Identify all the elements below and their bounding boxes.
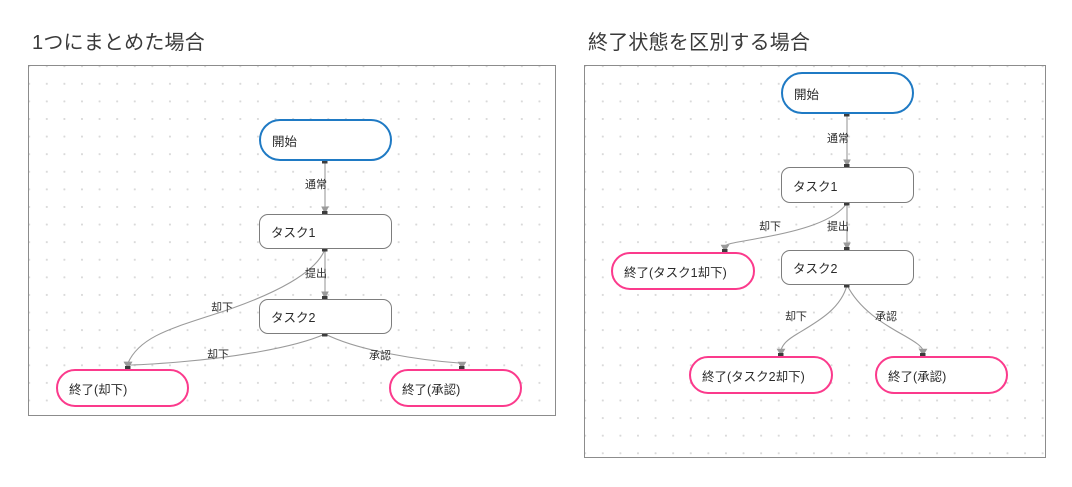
port-r-task2-top: [844, 247, 850, 253]
panel-merged-end-state: 1つにまとめた場合 開始: [28, 30, 556, 416]
panel-title-left: 1つにまとめた場合: [32, 32, 205, 54]
edge-line-r-task2-endapprove: [846, 284, 924, 351]
node-r-end-task2-reject[interactable]: 終了(タスク2却下): [689, 356, 833, 394]
edge-line-task2-endapprove: [324, 333, 460, 364]
edge-arrow-task1-task2: [321, 291, 329, 299]
port-task2-top: [322, 296, 328, 302]
edge-label-r-start-task1: 通常: [827, 133, 849, 145]
port-r-task1-top: [844, 164, 850, 170]
edge-label-r-task2-endapprove: 承認: [875, 311, 897, 323]
port-task1-top: [322, 211, 328, 217]
edge-arrow-start-task1: [321, 206, 329, 214]
edge-arrow-task2-endapprove: [457, 361, 467, 369]
diagram-canvas-left[interactable]: 開始 タスク1 タスク2 終了(却下) 終了(承認) 通常 提出 却下 却下 承…: [28, 65, 556, 416]
edge-label-task1-task2: 提出: [305, 268, 327, 280]
edge-label-r-task1-end1: 却下: [759, 221, 781, 233]
node-task2[interactable]: タスク2: [259, 299, 392, 334]
edge-arrow-r-task1-task2: [843, 242, 851, 250]
node-r-start[interactable]: 開始: [781, 72, 914, 114]
node-r-end-task1-reject[interactable]: 終了(タスク1却下): [611, 252, 755, 290]
node-task1[interactable]: タスク1: [259, 214, 392, 249]
edge-line-r-task2-end2: [780, 284, 848, 351]
node-r-task2[interactable]: タスク2: [781, 250, 914, 285]
edge-arrow-r-task1-end1: [720, 244, 730, 252]
node-end-reject[interactable]: 終了(却下): [56, 369, 189, 407]
panel-distinct-end-states: 終了状態を区別する場合: [584, 30, 1046, 458]
edge-label-task2-endreject: 却下: [207, 349, 229, 361]
node-start[interactable]: 開始: [259, 119, 392, 161]
edge-label-r-task1-task2: 提出: [827, 221, 849, 233]
edge-arrow-task2-endreject2: [123, 361, 133, 369]
edge-line-task1-endreject: [127, 248, 326, 364]
edge-arrow-r-start-task1: [843, 159, 851, 167]
edge-label-r-task2-end2: 却下: [785, 311, 807, 323]
edge-line-task2-endreject: [127, 333, 326, 366]
node-r-end-approve[interactable]: 終了(承認): [875, 356, 1008, 394]
edge-arrow-r-task2-end2: [776, 348, 786, 356]
edge-label-start-task1: 通常: [305, 179, 327, 191]
edge-label-task2-endapprove: 承認: [369, 350, 391, 362]
node-r-task1[interactable]: タスク1: [781, 167, 914, 203]
diagram-canvas-right[interactable]: 開始 タスク1 タスク2 終了(タスク1却下) 終了(タスク2却下) 終了(承認…: [584, 65, 1046, 458]
panel-title-right: 終了状態を区別する場合: [588, 32, 811, 54]
edge-arrow-r-task2-endapprove: [918, 348, 928, 356]
node-end-approve[interactable]: 終了(承認): [389, 369, 522, 407]
edge-label-task1-endreject: 却下: [211, 302, 233, 314]
edge-line-r-task1-end1: [724, 202, 848, 247]
